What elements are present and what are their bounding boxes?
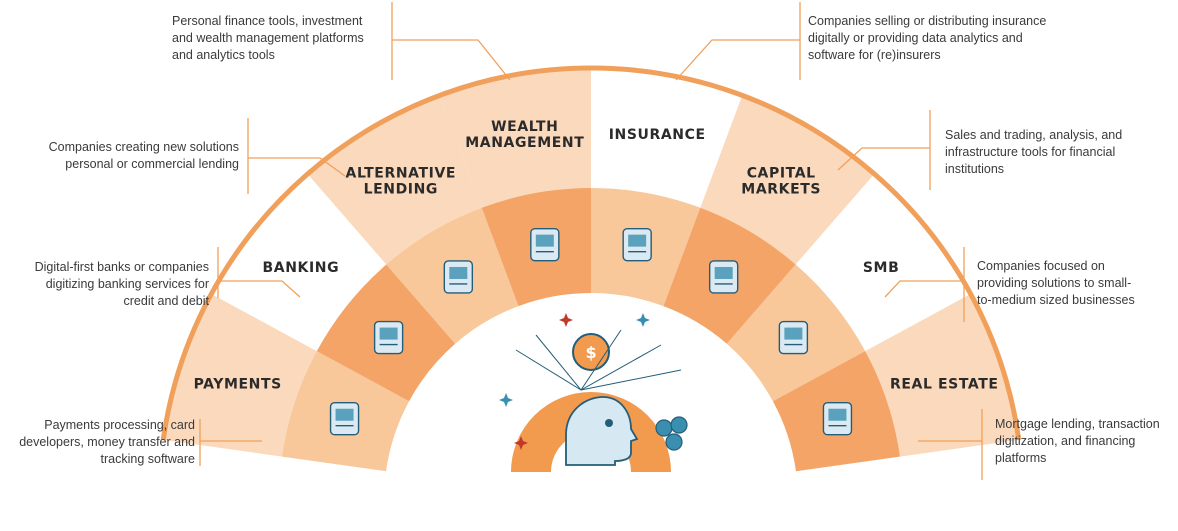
trading-chart-icon	[708, 260, 739, 294]
mobile-bank-icon	[373, 320, 404, 355]
arrow-lines	[515, 329, 682, 391]
credit-card-icon	[329, 402, 360, 436]
wedge-capital-markets	[700, 95, 875, 265]
invoice-icon	[778, 320, 809, 355]
connector-wealth-management	[392, 39, 511, 81]
center-illustration: $	[491, 313, 691, 500]
tablet-chart-icon	[530, 227, 560, 262]
description-alternative-lending: Companies creating new solutions persona…	[48, 140, 239, 171]
svg-text:$: $	[585, 343, 596, 362]
label-smb: SMB	[863, 260, 900, 276]
building-icon	[822, 402, 853, 436]
description-insurance: Companies selling or distributing insura…	[808, 14, 1047, 62]
wedge-banking	[211, 173, 387, 352]
description-capital-markets: Sales and trading, analysis, and infrast…	[945, 128, 1123, 176]
description-real-estate: Mortgage lending, transaction digitizati…	[995, 417, 1160, 465]
ai-head-icon	[565, 396, 639, 466]
sparkle-icon	[499, 313, 650, 450]
money-bag-icon: $	[572, 333, 610, 371]
wedge-smb	[795, 173, 971, 352]
wedge-payments	[163, 293, 317, 457]
description-connectors	[199, 2, 983, 480]
shield-icon	[622, 227, 652, 262]
label-real-estate: REAL ESTATE	[890, 377, 999, 393]
description-wealth-management: Personal finance tools, investment and w…	[172, 14, 364, 62]
wedge-insurance	[591, 68, 743, 208]
wedge-real-estate	[865, 293, 1019, 457]
description-banking: Digital-first banks or companies digitiz…	[34, 260, 209, 308]
connector-insurance	[675, 39, 800, 81]
wedge-alternative-lending	[307, 95, 482, 265]
wedge-wealth-management	[439, 68, 591, 208]
label-payments: PAYMENTS	[194, 377, 282, 393]
description-smb: Companies focused on providing solutions…	[977, 259, 1135, 307]
connector-banking	[218, 280, 301, 298]
connector-smb	[884, 280, 964, 298]
lending-hand-icon	[443, 260, 474, 294]
outer-arc-line	[160, 65, 1022, 441]
sector-wedges	[163, 68, 1019, 472]
label-banking: BANKING	[263, 260, 340, 276]
connector-alternative-lending	[248, 157, 346, 177]
label-insurance: INSURANCE	[609, 127, 706, 143]
coins-icon	[655, 416, 688, 451]
connector-capital-markets	[837, 147, 930, 171]
outer-arc	[160, 65, 1022, 441]
description-payments: Payments processing, card developers, mo…	[19, 418, 195, 466]
